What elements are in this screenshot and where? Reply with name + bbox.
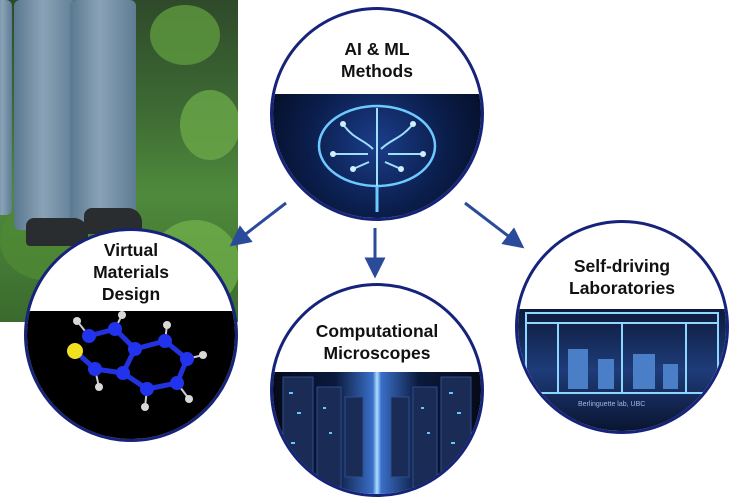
node-virtual-materials-design: Virtual Materials Design (24, 228, 238, 442)
node-computational-microscopes: Computational Microscopes (270, 283, 484, 497)
image-credit: Berlinguette lab, UBC (578, 401, 646, 408)
leg (0, 0, 12, 215)
lab-image: Berlinguette lab, UBC (518, 309, 726, 431)
leg (70, 0, 136, 222)
brain-circuit-icon (317, 104, 437, 212)
brain-image (273, 94, 481, 218)
leg (14, 0, 78, 230)
foliage (150, 5, 220, 65)
server-racks-icon (282, 376, 472, 494)
node-ai-ml-methods: AI & ML Methods (270, 7, 484, 221)
node-ai-label: AI & ML Methods (341, 39, 413, 81)
node-lab-label: Self-driving Laboratories (569, 256, 675, 298)
node-self-driving-laboratories: Self-driving Laboratories Berlinguette l… (515, 220, 729, 434)
node-microscopes-label: Computational Microscopes (315, 321, 439, 363)
server-room-image (273, 372, 481, 494)
foliage (180, 90, 238, 160)
molecule-icon (67, 311, 207, 411)
molecule-image (27, 311, 235, 439)
lab-robot-icon (525, 312, 719, 394)
node-virtual-label: Virtual Materials Design (93, 240, 169, 304)
